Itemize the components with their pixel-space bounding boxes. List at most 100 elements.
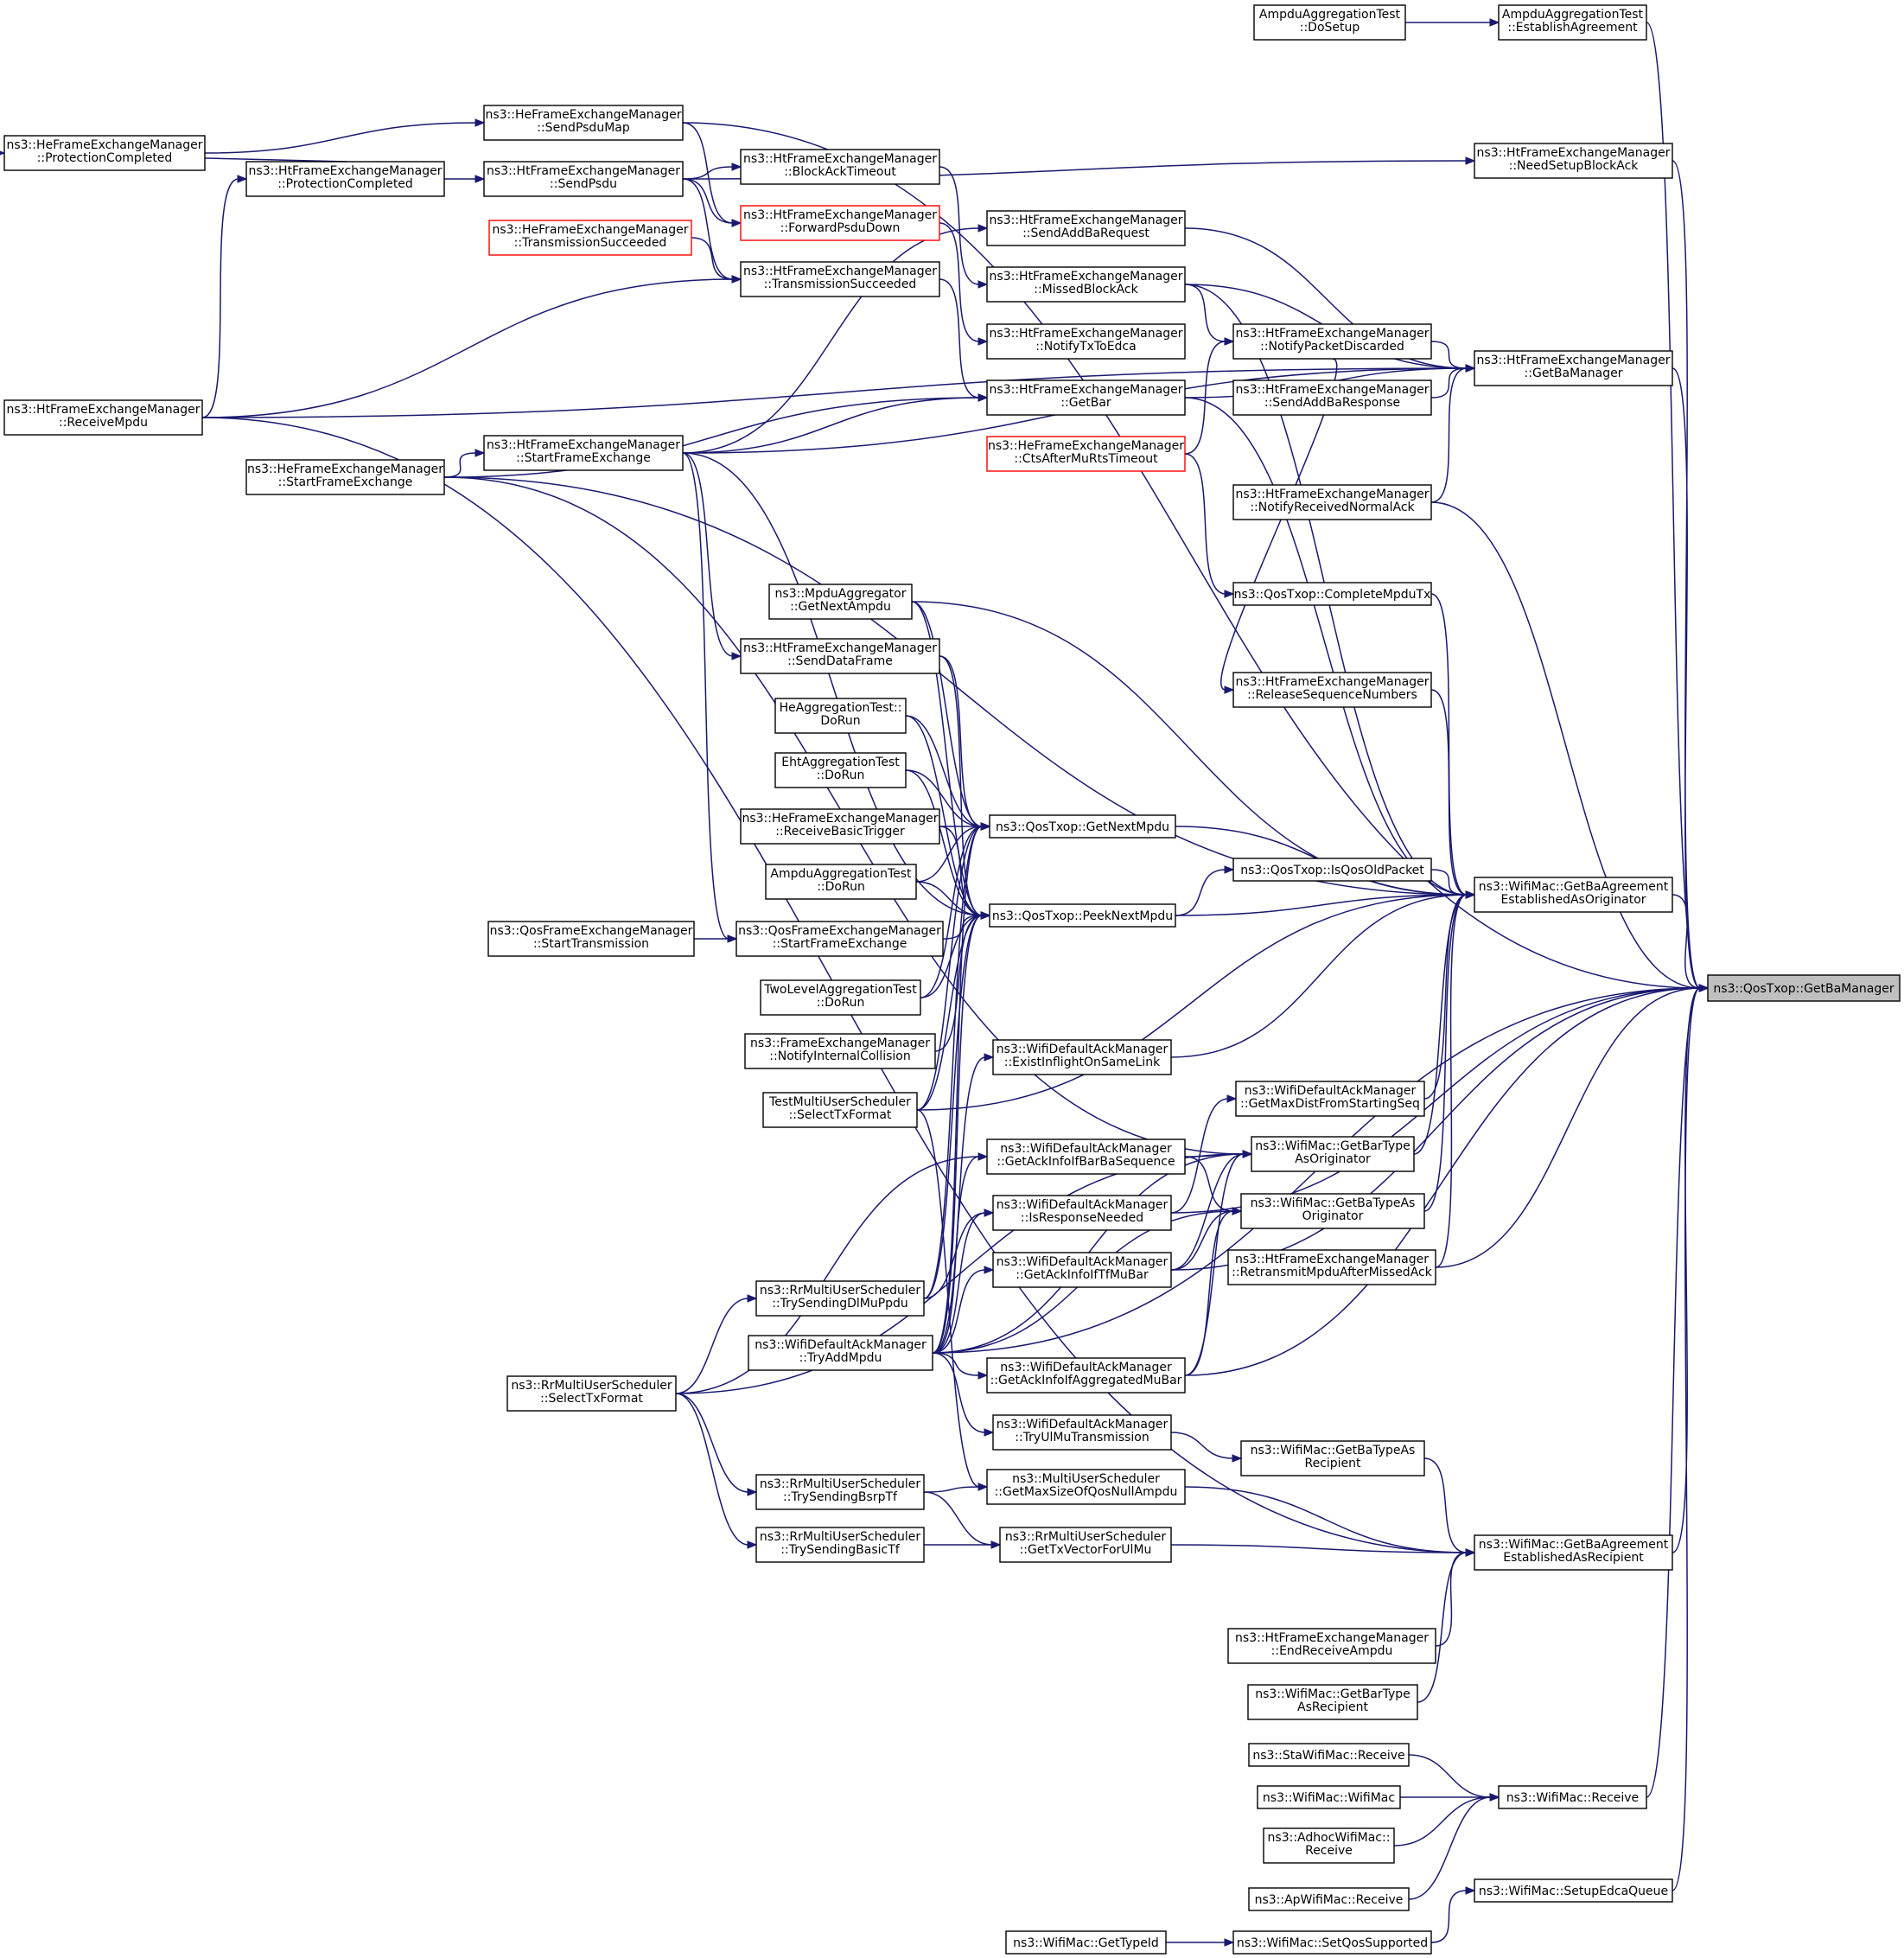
node-wifi-mac-get-ba-orig[interactable]: ns3::WifiMac::GetBaAgreementEstablishedA… — [1474, 877, 1673, 913]
node-ht-notify-tx-to-edca[interactable]: ns3::HtFrameExchangeManager::NotifyTxToE… — [986, 323, 1186, 360]
node-box — [755, 1280, 925, 1317]
node-rr-mus-select-tx[interactable]: ns3::RrMultiUserScheduler::SelectTxForma… — [506, 1375, 677, 1412]
edge-ht-block-ack-timeout-to-ht-missed-ba — [939, 166, 989, 289]
node-ht-prot-comp[interactable]: ns3::HtFrameExchangeManager::ProtectionC… — [245, 161, 445, 197]
node-two-level-do-run[interactable]: TwoLevelAggregationTest::DoRun — [760, 979, 921, 1016]
edge-wifi-mac-setup-edca-to-get-ba-manager — [1672, 984, 1710, 1891]
node-ht-send-add-ba-resp[interactable]: ns3::HtFrameExchangeManager::SendAddBaRe… — [1232, 379, 1432, 416]
node-box — [1235, 1081, 1425, 1117]
node-he-send-psdu-map[interactable]: ns3::HeFrameExchangeManager::SendPsduMap — [483, 105, 684, 141]
node-ht-notify-pkt-disc[interactable]: ns3::HtFrameExchangeManager::NotifyPacke… — [1232, 323, 1432, 360]
node-sta-wifi-mac-receive[interactable]: ns3::StaWifiMac::Receive — [1248, 1743, 1410, 1767]
node-qos-txop-is-qos-old[interactable]: ns3::QosTxop::IsQosOldPacket — [1232, 858, 1432, 882]
node-label-line: ::BlockAckTimeout — [784, 165, 896, 179]
node-label-line: ns3::FrameExchangeManager — [750, 1036, 930, 1050]
node-label-line: ::TrySendingDlMuPpdu — [772, 1297, 908, 1311]
node-he-recv-basic-trig[interactable]: ns3::HeFrameExchangeManager::ReceiveBasi… — [740, 808, 940, 845]
node-label-line: ns3::HtFrameExchangeManager — [743, 265, 937, 278]
node-ht-get-bar[interactable]: ns3::HtFrameExchangeManager::GetBar — [986, 379, 1186, 416]
node-rr-mus-try-basic[interactable]: ns3::RrMultiUserScheduler::TrySendingBas… — [755, 1527, 925, 1563]
edge-ht-notify-recv-norm-ack-to-get-ba-manager — [1430, 501, 1710, 992]
node-ht-end-recv-ampdu[interactable]: ns3::HtFrameExchangeManager::EndReceiveA… — [1227, 1628, 1436, 1664]
edge-he-cts-after-mu-rts-to-qos-txop-complete-mpdu-tx — [1184, 453, 1235, 598]
node-label-line: ns3::HtFrameExchangeManager — [743, 152, 937, 166]
node-ht-release-seq[interactable]: ns3::HtFrameExchangeManager::ReleaseSequ… — [1232, 672, 1432, 708]
arrowhead — [990, 1540, 1002, 1549]
node-ht-block-ack-timeout[interactable]: ns3::HtFrameExchangeManager::BlockAckTim… — [740, 149, 940, 185]
node-wifi-mac-set-qos-supported[interactable]: ns3::WifiMac::SetQosSupported — [1232, 1930, 1432, 1955]
node-label-line: ::GetAckInfoIfBarBaSequence — [997, 1155, 1175, 1169]
node-wdam-get-max-dist[interactable]: ns3::WifiDefaultAckManager::GetMaxDistFr… — [1235, 1081, 1425, 1117]
node-box — [487, 921, 695, 957]
node-adhoc-receive[interactable]: ns3::AdhocWifiMac::Receive — [1263, 1827, 1395, 1864]
node-rr-mus-get-tx-vec-ul-mu[interactable]: ns3::RrMultiUserScheduler::GetTxVectorFo… — [999, 1527, 1172, 1563]
node-ht-get-ba-manager[interactable]: ns3::HtFrameExchangeManager::GetBaManage… — [1474, 350, 1673, 386]
node-he-start-fe[interactable]: ns3::HeFrameExchangeManager::StartFrameE… — [245, 459, 445, 495]
node-ampdu-do-setup[interactable]: AmpduAggregationTest::DoSetup — [1253, 4, 1406, 41]
node-label-line: AmpduAggregationTest — [770, 867, 912, 881]
node-ht-send-psdu[interactable]: ns3::HtFrameExchangeManager::SendPsdu — [483, 161, 684, 197]
node-mpdu-agg-get-next-ampdu[interactable]: ns3::MpduAggregator::GetNextAmpdu — [768, 584, 913, 620]
node-wdam-is-resp-needed[interactable]: ns3::WifiDefaultAckManager::IsResponseNe… — [992, 1195, 1172, 1231]
node-ht-send-data-frame[interactable]: ns3::HtFrameExchangeManager::SendDataFra… — [740, 638, 940, 674]
node-qos-txop-get-next-mpdu[interactable]: ns3::QosTxop::GetNextMpdu — [989, 814, 1176, 839]
node-mus-get-max-size-qos-null[interactable]: ns3::MultiUserScheduler::GetMaxSizeOfQos… — [986, 1469, 1186, 1505]
node-qos-fem-start-fe[interactable]: ns3::QosFrameExchangeManager::StartFrame… — [735, 921, 944, 957]
node-he-prot-comp[interactable]: ns3::HeFrameExchangeManager::ProtectionC… — [3, 135, 206, 171]
arrowhead — [237, 175, 248, 183]
node-wdam-exist-inflight[interactable]: ns3::WifiDefaultAckManager::ExistInfligh… — [992, 1039, 1172, 1075]
node-qos-txop-peek-next-mpdu[interactable]: ns3::QosTxop::PeekNextMpdu — [989, 903, 1176, 928]
node-box — [986, 379, 1186, 416]
node-box — [245, 161, 445, 197]
node-test-mus-select-tx[interactable]: TestMultiUserScheduler::SelectTxFormat — [762, 1092, 918, 1128]
node-wifi-mac-wifi-mac[interactable]: ns3::WifiMac::WifiMac — [1257, 1785, 1401, 1809]
node-rr-mus-try-dl-mu[interactable]: ns3::RrMultiUserScheduler::TrySendingDlM… — [755, 1280, 925, 1317]
node-label-line: ::ReceiveBasicTrigger — [775, 825, 905, 839]
node-get-ba-manager[interactable]: ns3::QosTxop::GetBaManager — [1707, 974, 1901, 1002]
node-label-line: ::NotifyPacketDiscarded — [1260, 340, 1404, 354]
node-ht-retransmit-mpdu[interactable]: ns3::HtFrameExchangeManager::RetransmitM… — [1227, 1249, 1436, 1285]
node-ap-receive[interactable]: ns3::ApWifiMac::Receive — [1248, 1887, 1410, 1911]
node-label-line: ::NotifyTxToEdca — [1035, 340, 1136, 354]
node-ampdu-establish[interactable]: AmpduAggregationTest::EstablishAgreement — [1498, 4, 1647, 41]
node-he-agg-do-run[interactable]: HeAggregationTest::DoRun — [774, 698, 907, 734]
node-ht-tx-succ[interactable]: ns3::HtFrameExchangeManager::Transmissio… — [740, 261, 940, 297]
node-fem-notify-int-coll[interactable]: ns3::FrameExchangeManager::NotifyInterna… — [744, 1033, 936, 1069]
node-label-line: ::ExistInflightOnSameLink — [1004, 1056, 1161, 1069]
node-label-line: ::SendDataFrame — [787, 654, 893, 668]
node-wdam-get-ack-agg-mu-bar[interactable]: ns3::WifiDefaultAckManager::GetAckInfoIf… — [986, 1357, 1186, 1394]
node-label-line: TestMultiUserScheduler — [768, 1095, 911, 1109]
node-qos-fem-start-tx[interactable]: ns3::QosFrameExchangeManager::StartTrans… — [487, 921, 695, 957]
node-box — [755, 1474, 925, 1510]
edge-ht-send-data-frame-to-qos-txop-peek-next-mpdu — [939, 655, 991, 920]
node-wdam-try-ul-mu[interactable]: ns3::WifiDefaultAckManager::TryUlMuTrans… — [992, 1414, 1172, 1451]
node-label-line: ns3::WifiDefaultAckManager — [997, 1255, 1169, 1269]
node-box — [1498, 4, 1647, 41]
edge-qos-txop-complete-mpdu-tx-to-wifi-mac-get-ba-orig — [1430, 593, 1476, 899]
node-ht-receive-mpdu[interactable]: ns3::HtFrameExchangeManager::ReceiveMpdu — [3, 399, 203, 436]
node-ht-need-setup[interactable]: ns3::HtFrameExchangeManager::NeedSetupBl… — [1474, 143, 1673, 179]
node-wdam-get-ack-tf-mu-bar[interactable]: ns3::WifiDefaultAckManager::GetAckInfoIf… — [992, 1252, 1172, 1288]
node-ht-notify-recv-norm-ack[interactable]: ns3::HtFrameExchangeManager::NotifyRecei… — [1232, 484, 1432, 520]
node-label-line: ns3::HtFrameExchangeManager — [1477, 146, 1671, 160]
node-wifi-mac-get-ba-recip[interactable]: ns3::WifiMac::GetBaAgreementEstablishedA… — [1474, 1534, 1673, 1571]
node-eht-agg-do-run[interactable]: EhtAggregationTest::DoRun — [774, 752, 907, 788]
node-ht-start-fe[interactable]: ns3::HtFrameExchangeManager::StartFrameE… — [483, 435, 684, 471]
node-wifi-mac-get-type-id[interactable]: ns3::WifiMac::GetTypeId — [1005, 1930, 1167, 1955]
node-ampdu-agg-do-run[interactable]: AmpduAggregationTest::DoRun — [765, 864, 917, 900]
node-ht-forward-psdu[interactable]: ns3::HtFrameExchangeManager::ForwardPsdu… — [740, 205, 940, 241]
node-rr-mus-try-bsrp[interactable]: ns3::RrMultiUserScheduler::TrySendingBsr… — [755, 1474, 925, 1510]
node-ht-send-add-ba-req[interactable]: ns3::HtFrameExchangeManager::SendAddBaRe… — [986, 210, 1186, 246]
node-wifi-mac-receive[interactable]: ns3::WifiMac::Receive — [1498, 1785, 1647, 1809]
node-ht-missed-ba[interactable]: ns3::HtFrameExchangeManager::MissedBlock… — [986, 266, 1186, 303]
node-qos-txop-complete-mpdu-tx[interactable]: ns3::QosTxop::CompleteMpduTx — [1232, 582, 1432, 606]
node-wdam-get-ack-bar-ba[interactable]: ns3::WifiDefaultAckManager::GetAckInfoIf… — [986, 1138, 1186, 1175]
node-he-cts-after-mu-rts[interactable]: ns3::HeFrameExchangeManager::CtsAfterMuR… — [986, 436, 1186, 472]
node-he-tx-succ[interactable]: ns3::HeFrameExchangeManager::Transmissio… — [488, 220, 692, 256]
node-wifi-mac-setup-edca[interactable]: ns3::WifiMac::SetupEdcaQueue — [1474, 1878, 1673, 1903]
node-wdam-try-add-mpdu[interactable]: ns3::WifiDefaultAckManager::TryAddMpdu — [748, 1335, 933, 1371]
